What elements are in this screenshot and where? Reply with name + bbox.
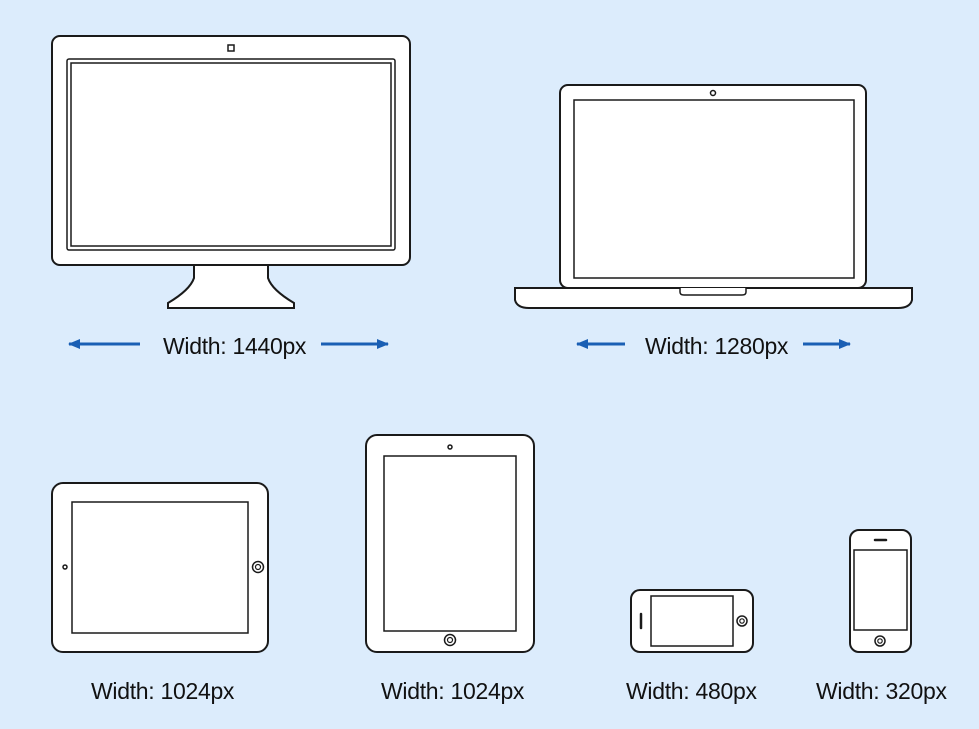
- laptop-width-label: Width: 1280px: [645, 333, 789, 359]
- phone-portrait-width-label: Width: 320px: [816, 678, 947, 704]
- tablet-portrait-icon: [365, 434, 535, 653]
- laptop-icon: [514, 84, 913, 309]
- phone-landscape-width-label: Width: 480px: [626, 678, 757, 704]
- phone-landscape-icon: [630, 589, 754, 653]
- desktop-monitor-icon: [51, 35, 411, 309]
- desktop-width-label: Width: 1440px: [163, 333, 307, 359]
- tablet-portrait-width-label: Width: 1024px: [381, 678, 525, 704]
- phone-portrait-icon: [849, 529, 912, 653]
- tablet-landscape-icon: [51, 482, 269, 653]
- tablet-landscape-width-label: Width: 1024px: [91, 678, 235, 704]
